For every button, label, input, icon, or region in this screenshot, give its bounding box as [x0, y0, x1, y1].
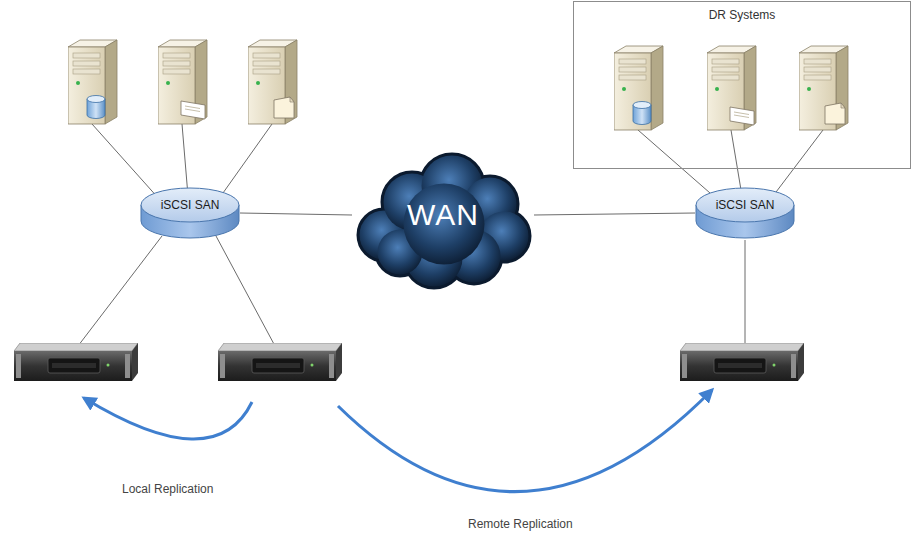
node-text: iSCSI SAN: [140, 186, 240, 213]
replication-label: Remote Replication: [468, 517, 573, 531]
node-text: WAN: [352, 140, 534, 290]
replication-label: Local Replication: [122, 482, 213, 496]
cloud-lobe: [404, 184, 485, 265]
san-cylinder: iSCSI SAN: [695, 186, 795, 240]
server-tower: [248, 40, 297, 124]
group-frame: DR Systems: [573, 1, 911, 169]
replication-arrow: [84, 398, 252, 439]
storage-appliance: [218, 343, 342, 381]
node-label: iSCSI SAN: [716, 197, 775, 213]
cylinder-top: [141, 188, 239, 222]
network-cloud: WAN: [352, 140, 534, 290]
cylinder-outline: [140, 186, 240, 240]
replication-arrow: [338, 390, 712, 492]
server-tower: [614, 46, 663, 130]
node-label: DR Systems: [709, 8, 776, 22]
server-tower: [799, 46, 848, 130]
node-label: WAN: [407, 198, 479, 232]
san-cylinder: iSCSI SAN: [140, 186, 240, 240]
server-tower: [158, 40, 207, 124]
node-text: iSCSI SAN: [695, 186, 795, 213]
storage-appliance: [680, 343, 804, 381]
cloud-body: [360, 156, 529, 287]
server-tower: [707, 46, 756, 130]
network-link: [240, 213, 352, 215]
wire: [78, 124, 823, 346]
server-tower: [68, 40, 117, 124]
node-label: iSCSI SAN: [161, 197, 220, 213]
node-text: DR Systems: [574, 2, 910, 22]
storage-appliance: [14, 343, 138, 381]
cylinder-top: [696, 188, 794, 222]
cloud-rim: [358, 154, 530, 288]
cylinder-outline: [695, 186, 795, 240]
network-link: [534, 213, 695, 215]
